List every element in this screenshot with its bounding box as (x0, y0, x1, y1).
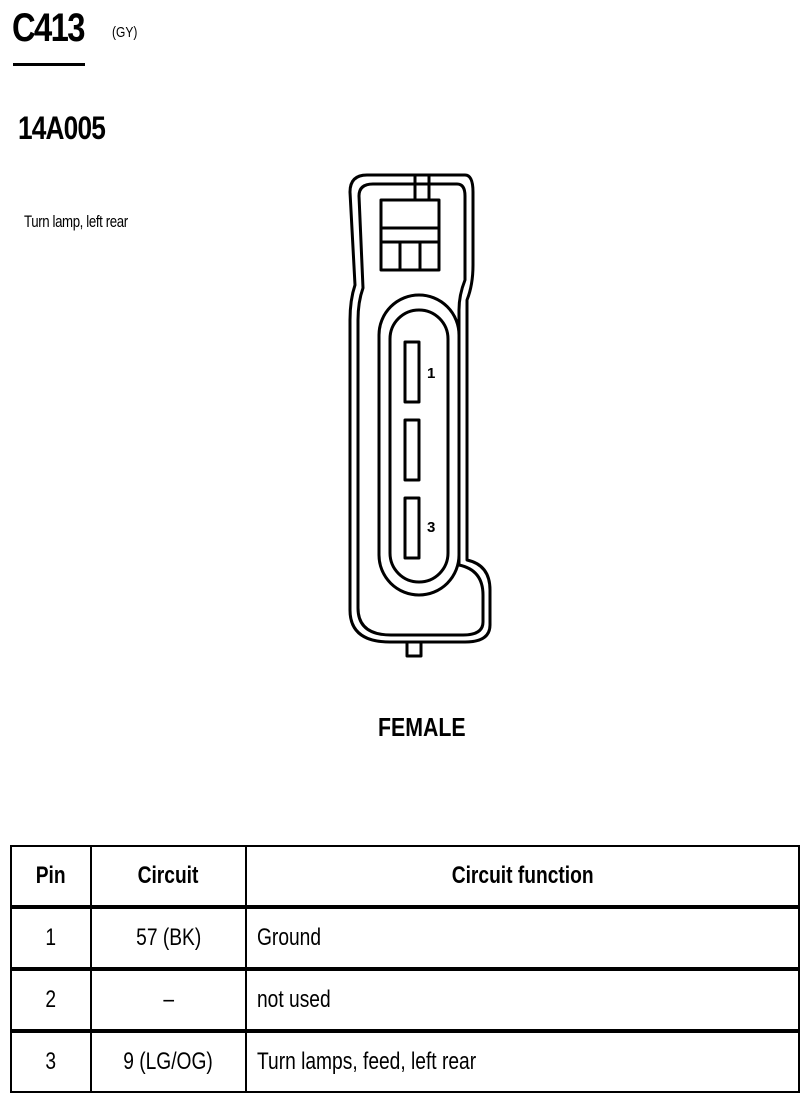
circuit-cell: – (90, 968, 247, 1033)
function-cell: Ground (245, 906, 800, 971)
cavity-3 (403, 496, 421, 560)
connector-latch (379, 198, 441, 272)
connector-id: C413 (12, 6, 85, 50)
table-row: 1 57 (BK) Ground (10, 906, 800, 971)
circuit-cell: 9 (LG/OG) (90, 1030, 247, 1093)
cavity-label-3: 3 (427, 519, 435, 536)
connector-housing-inner (356, 182, 485, 637)
connector-bottom-tab (405, 640, 423, 658)
pin-cell: 2 (10, 968, 92, 1033)
table-row: 3 9 (LG/OG) Turn lamps, feed, left rear (10, 1030, 800, 1093)
connector-housing-outline (348, 173, 492, 644)
pin-cell: 3 (10, 1030, 92, 1093)
color-code: (GY) (112, 24, 138, 41)
connector-description: Turn lamp, left rear (24, 212, 128, 231)
cavity-area-inner (388, 308, 450, 584)
function-cell: Turn lamps, feed, left rear (245, 1030, 800, 1093)
cavity-2 (403, 418, 421, 482)
connector-id-underline (13, 63, 85, 66)
pin-cell: 1 (10, 906, 92, 971)
header-pin: Pin (10, 845, 92, 909)
connector-face-diagram: 1 3 (348, 173, 492, 658)
header-circuit-function: Circuit function (245, 845, 800, 909)
function-cell: not used (245, 968, 800, 1033)
cavity-1 (403, 340, 421, 404)
table-row: 2 – not used (10, 968, 800, 1033)
circuit-cell: 57 (BK) (90, 906, 247, 971)
connector-gender-label: FEMALE (378, 712, 466, 742)
table-header-row: Pin Circuit Circuit function (10, 845, 800, 909)
cavity-area-outer (377, 293, 461, 597)
header-circuit: Circuit (90, 845, 247, 909)
pinout-table: Pin Circuit Circuit function 1 57 (BK) G… (10, 845, 800, 1093)
cavity-label-1: 1 (427, 365, 435, 382)
part-number: 14A005 (18, 110, 106, 146)
